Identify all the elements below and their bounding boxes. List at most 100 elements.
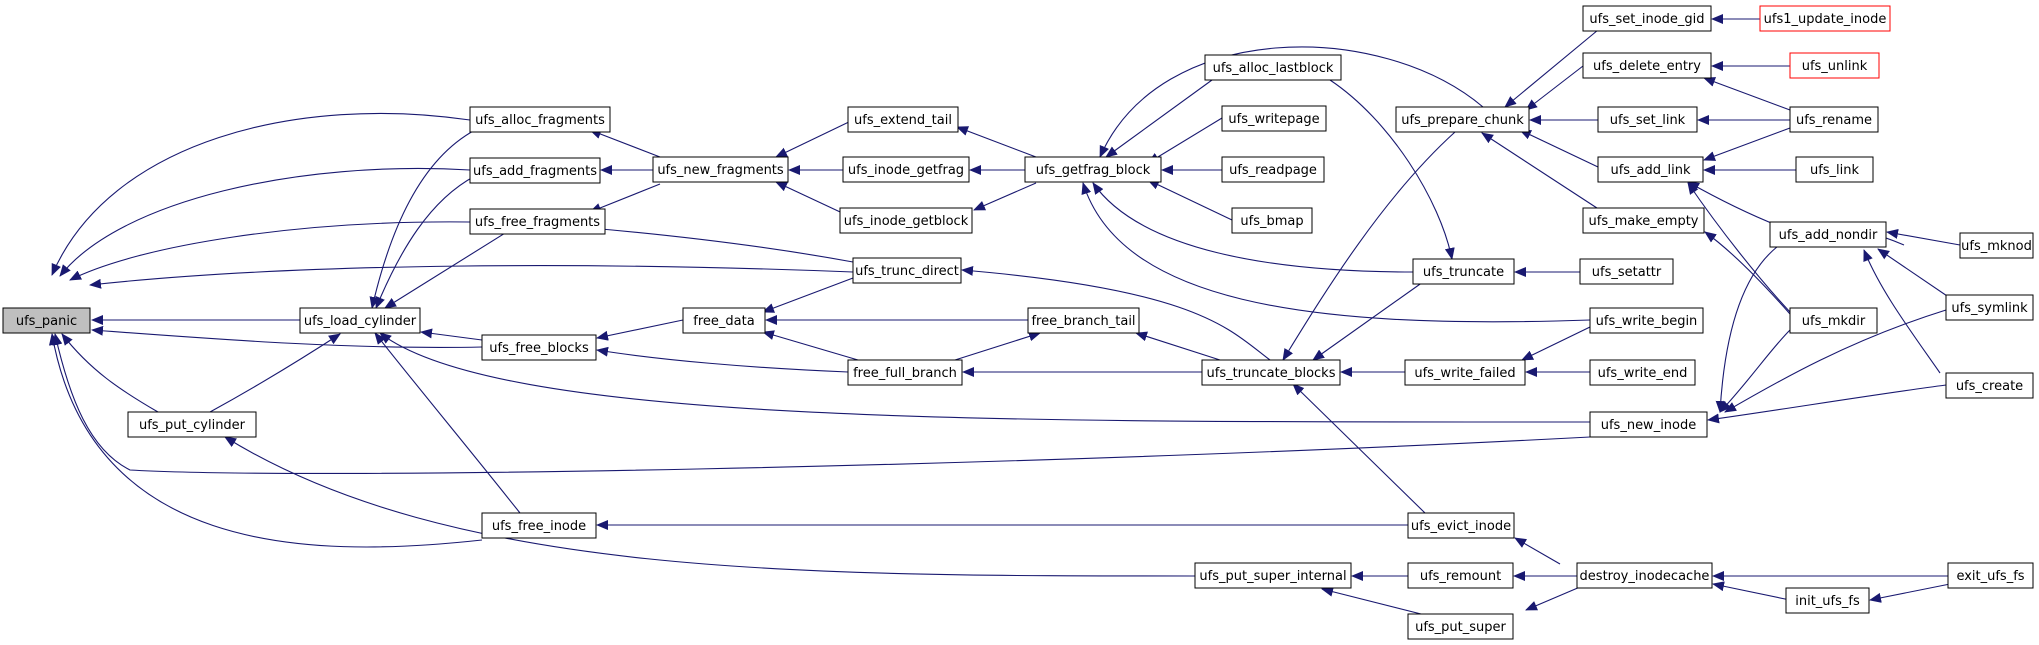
edge-mknod-to-add-nondir <box>1886 229 1961 246</box>
node-ufs-new-fragments[interactable]: ufs_new_fragments <box>652 156 789 183</box>
node-ufs-free-blocks[interactable]: ufs_free_blocks <box>481 334 597 361</box>
node-free-full-branch[interactable]: free_full_branch <box>847 359 963 386</box>
node-label: free_branch_tail <box>1031 314 1135 329</box>
node-ufs-prepare-chunk[interactable]: ufs_prepare_chunk <box>1395 106 1530 133</box>
edge-add-fragments-to-panic <box>59 167 471 277</box>
node-ufs-free-inode[interactable]: ufs_free_inode <box>481 512 597 539</box>
edge-put-super-to-put-super-internal <box>1321 586 1426 616</box>
node-ufs-bmap[interactable]: ufs_bmap <box>1231 207 1313 234</box>
node-label: ufs_trunc_direct <box>855 264 959 279</box>
node-free-branch-tail[interactable]: free_branch_tail <box>1027 307 1140 334</box>
node-label: ufs_put_super_internal <box>1199 569 1346 584</box>
node-ufs-set-inode-gid[interactable]: ufs_set_inode_gid <box>1582 5 1712 32</box>
node-ufs-write-end[interactable]: ufs_write_end <box>1589 359 1696 386</box>
node-ufs-create[interactable]: ufs_create <box>1945 372 2034 399</box>
edge-alloc-fragments-to-new-fragments <box>589 129 661 158</box>
node-label: ufs_free_fragments <box>475 215 600 230</box>
edge-rename-to-delete-entry <box>1703 77 1791 111</box>
node-ufs-load-cylinder[interactable]: ufs_load_cylinder <box>299 307 421 334</box>
node-label: ufs_put_cylinder <box>139 418 246 433</box>
node-label: ufs_setattr <box>1592 265 1662 280</box>
node-ufs-truncate[interactable]: ufs_truncate <box>1412 258 1515 285</box>
node-label: ufs_inode_getfrag <box>848 163 964 178</box>
node-ufs-set-link[interactable]: ufs_set_link <box>1597 106 1698 133</box>
node-label: ufs_write_begin <box>1596 314 1698 329</box>
node-label: ufs_panic <box>16 314 77 329</box>
node-ufs-free-fragments[interactable]: ufs_free_fragments <box>469 208 606 235</box>
edge-free-full-branch-to-free-branch-tail <box>954 331 1041 361</box>
node-ufs-write-failed[interactable]: ufs_write_failed <box>1404 359 1526 386</box>
edge-write-begin-to-getfrag-block <box>1081 182 1591 323</box>
node-ufs-write-begin[interactable]: ufs_write_begin <box>1589 307 1704 334</box>
node-ufs-rename[interactable]: ufs_rename <box>1789 106 1879 133</box>
node-ufs-getfrag-block[interactable]: ufs_getfrag_block <box>1024 156 1162 183</box>
node-label: ufs_make_empty <box>1589 214 1699 229</box>
edge-delete-entry-to-prepare-chunk <box>1525 65 1584 111</box>
node-ufs-alloc-fragments[interactable]: ufs_alloc_fragments <box>469 106 611 133</box>
node-ufs-setattr[interactable]: ufs_setattr <box>1579 258 1674 285</box>
edge-truncate-to-truncate-blocks <box>1312 281 1424 361</box>
edge-writepage-to-getfrag-block <box>1147 117 1223 164</box>
node-label: ufs_add_fragments <box>473 164 597 179</box>
node-ufs-put-super-internal[interactable]: ufs_put_super_internal <box>1194 562 1352 589</box>
edge-write-begin-to-write-failed <box>1521 326 1591 361</box>
edge-alloc-fragments-to-panic <box>51 112 471 276</box>
node-ufs-link[interactable]: ufs_link <box>1795 156 1874 183</box>
node-ufs-truncate-blocks[interactable]: ufs_truncate_blocks <box>1201 359 1341 386</box>
node-ufs-inode-getfrag[interactable]: ufs_inode_getfrag <box>842 156 970 183</box>
node-ufs-extend-tail[interactable]: ufs_extend_tail <box>847 106 959 133</box>
node-free-data[interactable]: free_data <box>682 307 766 334</box>
edge-extend-tail-to-new-fragments <box>775 119 854 158</box>
node-ufs-delete-entry[interactable]: ufs_delete_entry <box>1582 52 1712 79</box>
edge-bmap-to-getfrag-block <box>1147 179 1233 221</box>
node-label: ufs_free_blocks <box>489 341 589 356</box>
node-ufs-add-link[interactable]: ufs_add_link <box>1597 156 1704 183</box>
edge-alloc-lastblock-to-getfrag-block <box>1105 79 1213 158</box>
node-label: ufs_set_link <box>1610 113 1686 128</box>
node-ufs-unlink[interactable]: ufs_unlink <box>1789 52 1880 79</box>
node-label: ufs_new_inode <box>1601 418 1697 433</box>
node-ufs-evict-inode[interactable]: ufs_evict_inode <box>1407 512 1515 539</box>
edge-new-inode-to-load-cylinder <box>379 332 1591 423</box>
edge-exit-ufs-fs-to-init-ufs-fs <box>1869 582 1956 603</box>
node-ufs-add-nondir[interactable]: ufs_add_nondir <box>1769 221 1887 248</box>
edge-alloc-lastblock-to-truncate <box>1329 79 1455 260</box>
node-destroy-inodecache[interactable]: destroy_inodecache <box>1576 562 1713 589</box>
edge-mkdir-to-new-inode <box>1719 329 1791 413</box>
node-ufs-inode-getblock[interactable]: ufs_inode_getblock <box>839 207 973 234</box>
node-ufs-remount[interactable]: ufs_remount <box>1407 562 1514 589</box>
node-ufs-readpage[interactable]: ufs_readpage <box>1221 156 1325 183</box>
node-exit-ufs-fs[interactable]: exit_ufs_fs <box>1947 562 2034 589</box>
node-ufs-panic[interactable]: ufs_panic <box>2 307 91 334</box>
edge-free-fragments-to-panic <box>69 221 471 281</box>
node-ufs-mknod[interactable]: ufs_mknod <box>1959 232 2034 259</box>
node-ufs-alloc-lastblock[interactable]: ufs_alloc_lastblock <box>1204 54 1342 81</box>
node-label: ufs_write_failed <box>1414 366 1515 381</box>
edge-free-full-branch-to-free-data <box>762 330 859 361</box>
node-ufs1-update-inode[interactable]: ufs1_update_inode <box>1759 5 1891 32</box>
edge-evict-inode-to-truncate-blocks <box>1292 383 1426 514</box>
edge-free-inode-to-panic <box>48 333 483 548</box>
node-label: ufs_readpage <box>1229 163 1317 178</box>
node-ufs-put-super[interactable]: ufs_put_super <box>1407 613 1514 640</box>
edge-create-to-new-inode <box>1707 384 1947 424</box>
node-init-ufs-fs[interactable]: init_ufs_fs <box>1785 587 1870 614</box>
node-label: exit_ufs_fs <box>1956 569 2024 584</box>
node-ufs-put-cylinder[interactable]: ufs_put_cylinder <box>127 411 257 438</box>
edge-put-super-internal-to-put-cylinder <box>224 436 1196 577</box>
node-label: ufs_add_nondir <box>1779 228 1878 243</box>
node-ufs-trunc-direct[interactable]: ufs_trunc_direct <box>852 257 962 284</box>
node-label: ufs_new_fragments <box>657 163 784 178</box>
node-ufs-make-empty[interactable]: ufs_make_empty <box>1582 207 1705 234</box>
node-ufs-new-inode[interactable]: ufs_new_inode <box>1589 411 1708 438</box>
node-label: ufs_truncate_blocks <box>1207 366 1336 381</box>
node-label: destroy_inodecache <box>1580 569 1710 584</box>
node-ufs-mkdir[interactable]: ufs_mkdir <box>1789 307 1878 334</box>
edge-free-blocks-to-panic <box>91 325 483 349</box>
node-ufs-add-fragments[interactable]: ufs_add_fragments <box>469 157 601 184</box>
edge-prepare-chunk-to-getfrag-block <box>1099 46 1484 158</box>
node-ufs-writepage[interactable]: ufs_writepage <box>1221 105 1327 132</box>
edge-new-fragments-from-free-fragments <box>589 183 661 213</box>
edge-init-ufs-fs-to-destroy-inodecache <box>1712 581 1791 601</box>
node-ufs-symlink[interactable]: ufs_symlink <box>1945 294 2034 321</box>
